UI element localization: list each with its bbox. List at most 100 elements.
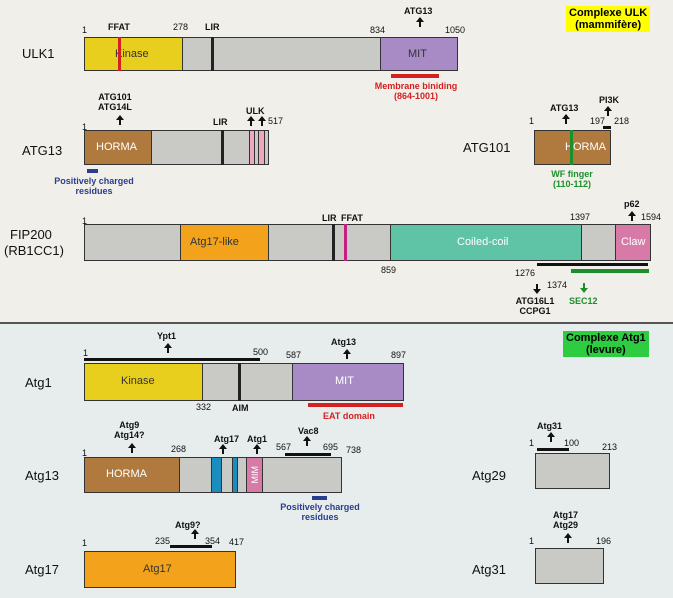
atg101-pi3k-binder: PI3K — [599, 95, 620, 105]
ulk1-label: ULK1 — [22, 46, 55, 61]
atg29-protein-bar — [535, 453, 610, 489]
membrane-range-text: (864-1001) — [393, 91, 439, 101]
arrow-up-icon — [547, 432, 555, 442]
arrow-up-icon — [604, 106, 612, 116]
atg1-atg13-binder: Atg13 — [331, 337, 357, 347]
ulk1-ffat-motif — [118, 37, 121, 71]
title-line-1: Complexe Atg1 — [566, 332, 646, 344]
ulk1-membrane-label: Membrane biniding (864-1001) — [366, 81, 466, 101]
atg1-start-number: 1 — [83, 348, 89, 358]
arrow-up-icon — [128, 443, 136, 453]
atg101-pi3k-bar — [603, 126, 611, 129]
wf-line-2: (110-112) — [552, 179, 592, 189]
positive-line-2: residues — [75, 186, 113, 196]
atg13-start-number: 1 — [82, 122, 88, 132]
fip200-atg16l1-label: ATG16L1 CCPG1 — [507, 296, 563, 316]
fip200-start-number: 1 — [82, 216, 88, 226]
ulk1-1050-number: 1050 — [445, 25, 466, 35]
title-line-2: (levure) — [585, 344, 626, 356]
atg101-218-number: 218 — [614, 116, 630, 126]
atg1-aim-motif — [238, 363, 241, 401]
atg13-binders: ATG101 ATG14L — [98, 92, 132, 112]
atg13-label: ATG13 — [22, 143, 63, 158]
ulk1-atg13-binder: ATG13 — [404, 6, 433, 16]
atg1-500-number: 500 — [253, 347, 269, 357]
atg31-label: Atg31 — [472, 562, 506, 577]
atg13-yeast-atg17-site-1 — [211, 457, 222, 493]
atg1-587-number: 587 — [286, 350, 302, 360]
fip200-1374-number: 1374 — [547, 280, 568, 290]
atg29-atg31-bar — [537, 448, 569, 451]
atg31-196-number: 196 — [596, 536, 612, 546]
atg1-mit-domain — [292, 363, 404, 401]
ulk1-membrane-bar — [391, 74, 439, 78]
ulk-complex-panel: Complexe ULK (mammifère) ULK1 1 FFAT 278… — [0, 0, 673, 322]
atg101-197-number: 197 — [590, 116, 606, 126]
arrow-up-icon — [564, 533, 572, 543]
membrane-label-text: Membrane biniding — [374, 81, 458, 91]
fip200-sec12-label: SEC12 — [569, 296, 598, 306]
wf-line-1: WF finger — [551, 169, 593, 179]
title-line-1: Complexe ULK — [569, 7, 648, 19]
positive-line-1: Positively charged — [280, 502, 360, 512]
atg13-lir-label: LIR — [213, 117, 228, 127]
fip200-coiled-coil-label: Coiled-coil — [457, 236, 509, 248]
fip200-atg16l1-bar — [537, 263, 648, 266]
atg17-text: Atg17 — [553, 510, 579, 520]
atg1-label: Atg1 — [25, 375, 52, 390]
fip200-ffat-label: FFAT — [341, 213, 363, 223]
atg101-wf-label: WF finger (110-112) — [527, 169, 617, 189]
atg13-yeast-atg1-binder: Atg1 — [247, 434, 267, 444]
ulk1-278-number: 278 — [173, 22, 189, 32]
atg1-eat-label: EAT domain — [323, 411, 375, 421]
atg13-yeast-vac8-bar — [285, 453, 331, 456]
atg13-yeast-738-number: 738 — [346, 445, 362, 455]
fip200-ffat-motif — [344, 224, 347, 261]
arrow-down-icon — [533, 284, 541, 294]
atg16l1-text: ATG16L1 — [515, 296, 555, 306]
fip200-atg17-like-label: Atg17-like — [190, 236, 239, 248]
atg101-wf-finger — [570, 130, 573, 165]
atg13-lir-motif — [221, 130, 224, 165]
arrow-down-icon — [580, 283, 588, 293]
atg1-kinase-domain — [84, 363, 203, 401]
atg13-517-number: 517 — [268, 116, 284, 126]
arrow-up-icon — [628, 211, 636, 221]
fip200-lir-label: LIR — [322, 213, 337, 223]
atg29-label: Atg29 — [472, 468, 506, 483]
atg13-yeast-atg17-binder: Atg17 — [214, 434, 240, 444]
atg13-yeast-positive-bar — [312, 496, 327, 500]
atg29-213-number: 213 — [602, 442, 618, 452]
atg13-positive-bar — [87, 169, 98, 173]
atg17-domain-label: Atg17 — [143, 563, 172, 575]
atg9-text: Atg9 — [119, 420, 140, 430]
atg101-horma-label: HORMA — [565, 141, 606, 153]
ulk1-834-number: 834 — [370, 25, 386, 35]
ulk1-start-number: 1 — [82, 25, 88, 35]
fip200-coiled-coil-domain — [390, 224, 582, 261]
atg1-332-number: 332 — [196, 402, 212, 412]
atg17-atg9-binder: Atg9? — [175, 520, 201, 530]
atg29-atg31-binder: Atg31 — [537, 421, 563, 431]
arrow-up-icon — [253, 444, 261, 454]
atg17-atg9-bar — [170, 545, 212, 548]
atg1-897-number: 897 — [391, 350, 407, 360]
atg13-yeast-mim-label-wrap: MIM — [246, 457, 263, 493]
atg1-complex-panel: Complexe Atg1 (levure) Atg1 Ypt1 1 500 5… — [0, 322, 673, 598]
atg17-417-number: 417 — [229, 537, 245, 547]
arrow-up-icon — [219, 444, 227, 454]
fip200-1594-number: 1594 — [641, 212, 662, 222]
ulk1-lir-label: LIR — [205, 22, 220, 32]
fip200-atg17-like-domain — [180, 224, 269, 261]
atg13-yeast-mim-label: MIM — [249, 466, 260, 484]
ulk1-kinase-domain — [84, 37, 183, 71]
atg1-eat-bar — [308, 403, 403, 407]
ccpg1-text: CCPG1 — [519, 306, 551, 316]
ulk1-ffat-label: FFAT — [108, 22, 130, 32]
arrow-up-icon — [416, 17, 424, 27]
fip200-sec12-bar — [571, 269, 649, 273]
atg13-yeast-horma-domain — [84, 457, 180, 493]
atg13-yeast-atg17-site-2 — [232, 457, 238, 493]
atg101-start-number: 1 — [529, 116, 535, 126]
atg13-yeast-268-number: 268 — [171, 444, 187, 454]
